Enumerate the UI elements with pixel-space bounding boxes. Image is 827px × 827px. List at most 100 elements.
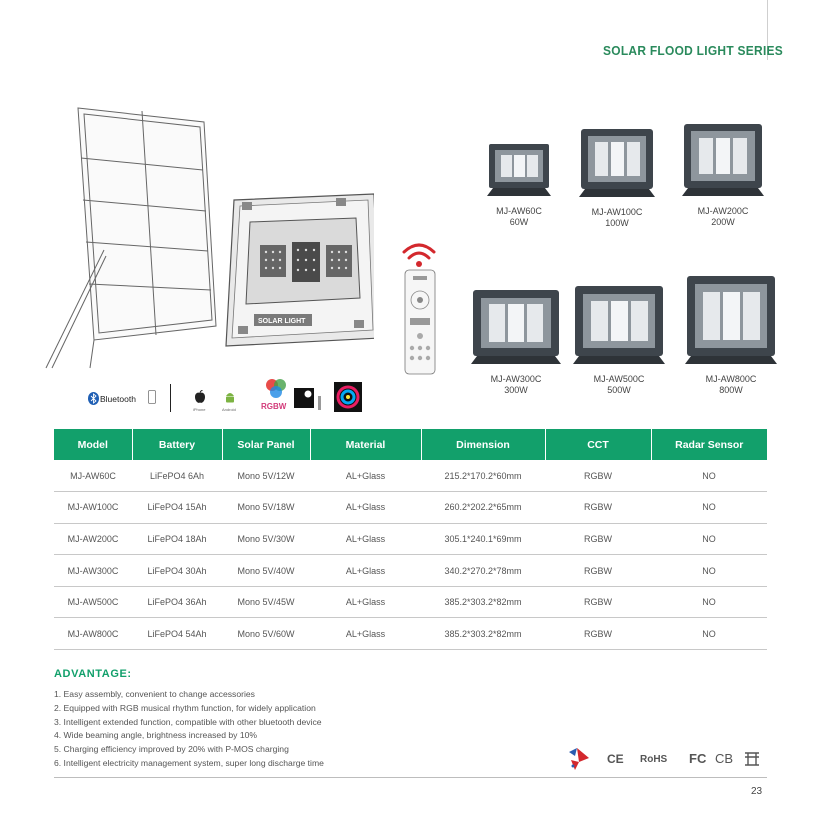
cell-battery: LiFePO4 36Ah: [132, 586, 222, 619]
col-header-cct: CCT: [545, 429, 652, 460]
series-title: SOLAR FLOOD LIGHT SERIES: [603, 43, 784, 58]
rgbw-icon: [266, 379, 286, 398]
cell-cct: RGBW: [545, 523, 651, 556]
product-watt: 500W: [607, 385, 631, 395]
floodlight-icon: [682, 124, 764, 196]
housing-label: SOLAR LIGHT: [258, 318, 306, 325]
cell-cct: RGBW: [545, 460, 651, 493]
cell-radar-sensor: NO: [651, 523, 767, 556]
list-item: 1. Easy assembly, convenient to change a…: [54, 689, 255, 699]
col-header-dimension: Dimension: [421, 429, 546, 460]
apple-icon: [195, 390, 205, 403]
product-watt: 100W: [605, 218, 629, 228]
product-watt: 300W: [504, 385, 528, 395]
cell-model: MJ-AW200C: [54, 523, 132, 556]
cell-battery: LiFePO4 54Ah: [132, 617, 222, 651]
list-item: 4. Wide beaming angle, brightness increa…: [54, 730, 258, 741]
cell-material: AL+Glass: [310, 460, 421, 493]
cell-radar-sensor: NO: [651, 554, 767, 587]
cell-solar-panel: Mono 5V/18W: [222, 491, 310, 524]
cell-model: MJ-AW100C: [54, 491, 132, 524]
col-header-solar-panel: Solar Panel: [222, 429, 311, 460]
col-header-material: Material: [310, 429, 422, 460]
cb-mark: CB: [715, 751, 734, 766]
table-row: MJ-AW500C LiFePO4 36Ah Mono 5V/45W AL+Gl…: [54, 586, 767, 619]
cell-solar-panel: Mono 5V/30W: [222, 523, 310, 556]
cell-material: AL+Glass: [310, 554, 421, 587]
cell-radar-sensor: NO: [651, 491, 767, 524]
floodlight-icon: [685, 276, 777, 364]
icon-divider: [170, 384, 171, 412]
table-header-row: Model Battery Solar Panel Material Dimen…: [54, 429, 767, 460]
list-item: 6. Intelligent electricity management sy…: [54, 757, 324, 768]
safety-mark-icon: [745, 752, 759, 766]
product-model: MJ-AW500C: [593, 374, 645, 384]
cell-battery: LiFePO4 15Ah: [132, 491, 222, 524]
iphone-caption: iPhone: [193, 407, 206, 412]
floodlight-icon: [471, 290, 561, 364]
bluetooth-label: Bluetooth: [100, 394, 136, 404]
remote-control-icon: [402, 243, 436, 375]
solar-panel-icon: [45, 107, 217, 369]
color-wheel-icon: [334, 382, 362, 412]
cell-dimension: 385.2*303.2*82mm: [421, 586, 545, 619]
rgbw-label: RGBW: [261, 402, 287, 411]
floodlight-icon: [573, 286, 665, 364]
cell-radar-sensor: NO: [651, 460, 767, 493]
footer-divider: [54, 777, 767, 778]
product-model: MJ-AW200C: [697, 206, 749, 216]
certification-marks: CE RoHS FC CB: [565, 746, 770, 774]
cell-cct: RGBW: [545, 586, 651, 619]
product-model: MJ-AW800C: [705, 374, 757, 384]
cell-radar-sensor: NO: [651, 586, 767, 619]
wireless-signal-icon: [402, 243, 436, 267]
cell-material: AL+Glass: [310, 491, 421, 524]
product-model: MJ-AW300C: [490, 374, 542, 384]
product-watt: 200W: [711, 217, 735, 227]
cell-battery: LiFePO4 6Ah: [132, 460, 222, 493]
light-beam-icon: [318, 396, 321, 410]
rohs-mark: RoHS: [640, 754, 668, 765]
cell-battery: LiFePO4 18Ah: [132, 523, 222, 556]
floodlight-icon: [487, 144, 551, 196]
cell-dimension: 340.2*270.2*78mm: [421, 554, 545, 587]
advantage-list: 1. Easy assembly, convenient to change a…: [54, 688, 324, 771]
page-number: 23: [751, 786, 763, 797]
cell-dimension: 385.2*303.2*82mm: [421, 617, 545, 651]
spec-table: Model Battery Solar Panel Material Dimen…: [54, 429, 767, 651]
cell-material: AL+Glass: [310, 617, 421, 651]
cell-cct: RGBW: [545, 617, 651, 651]
floodlight-housing-icon: [225, 193, 374, 347]
feature-icons-row: Bluetooth iPhone Android RGBW: [86, 378, 376, 418]
ccc-mark-icon: [569, 748, 589, 770]
cell-solar-panel: Mono 5V/60W: [222, 617, 310, 651]
cell-dimension: 215.2*170.2*60mm: [421, 460, 545, 493]
cell-model: MJ-AW60C: [54, 460, 132, 493]
cell-battery: LiFePO4 30Ah: [132, 554, 222, 587]
product-model: MJ-AW60C: [496, 206, 542, 216]
cell-model: MJ-AW800C: [54, 617, 132, 651]
android-icon: [226, 393, 234, 403]
floodlight-icon: [579, 129, 655, 197]
cell-model: MJ-AW500C: [54, 586, 132, 619]
list-item: 2. Equipped with RGB musical rhythm func…: [54, 702, 316, 713]
table-row: MJ-AW200C LiFePO4 18Ah Mono 5V/30W AL+Gl…: [54, 523, 767, 556]
product-model: MJ-AW100C: [591, 207, 643, 217]
table-row: MJ-AW300C LiFePO4 30Ah Mono 5V/40W AL+Gl…: [54, 554, 767, 587]
col-header-battery: Battery: [132, 429, 223, 460]
bluetooth-icon: [88, 392, 99, 405]
product-watt: 800W: [719, 385, 743, 395]
ce-mark: CE: [607, 752, 624, 766]
cell-dimension: 260.2*202.2*65mm: [421, 491, 545, 524]
cell-solar-panel: Mono 5V/45W: [222, 586, 310, 619]
android-caption: Android: [222, 407, 236, 412]
cell-solar-panel: Mono 5V/12W: [222, 460, 310, 493]
col-header-radar-sensor: Radar Sensor: [651, 429, 767, 460]
cell-dimension: 305.1*240.1*69mm: [421, 523, 545, 556]
